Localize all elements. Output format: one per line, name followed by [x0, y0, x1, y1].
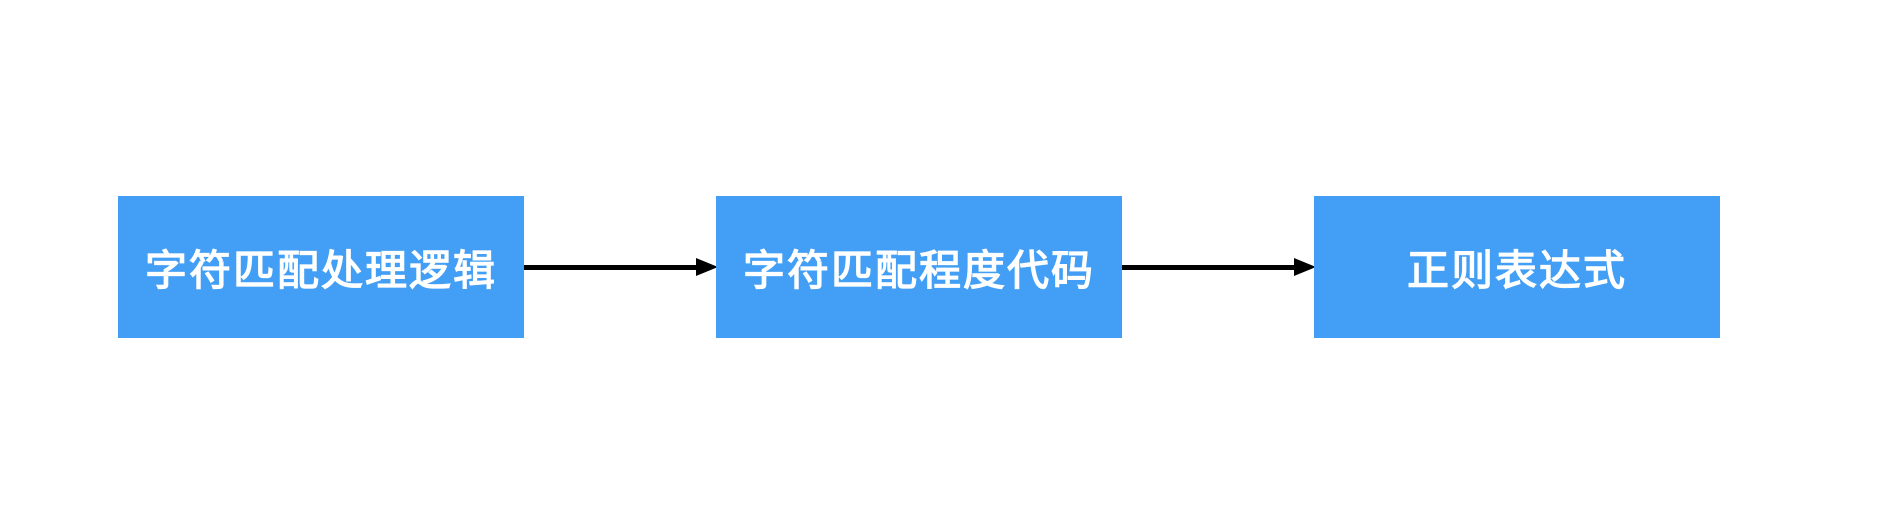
arrow-node2-to-node3 [1122, 245, 1316, 289]
flow-node-label: 正则表达式 [1406, 246, 1627, 294]
flow-node-regex: 正则表达式 [1314, 196, 1720, 338]
arrowhead-right-icon [1294, 258, 1316, 276]
arrow-shaft [1122, 265, 1294, 270]
arrow-shaft [524, 265, 696, 270]
arrow-node1-to-node2 [524, 245, 718, 289]
flow-node-char-match-degree-code: 字符匹配程度代码 [716, 196, 1122, 338]
arrowhead-right-icon [696, 258, 718, 276]
flow-node-char-match-logic: 字符匹配处理逻辑 [118, 196, 524, 338]
flow-node-label: 字符匹配处理逻辑 [144, 246, 497, 294]
flow-node-label: 字符匹配程度代码 [742, 246, 1095, 294]
